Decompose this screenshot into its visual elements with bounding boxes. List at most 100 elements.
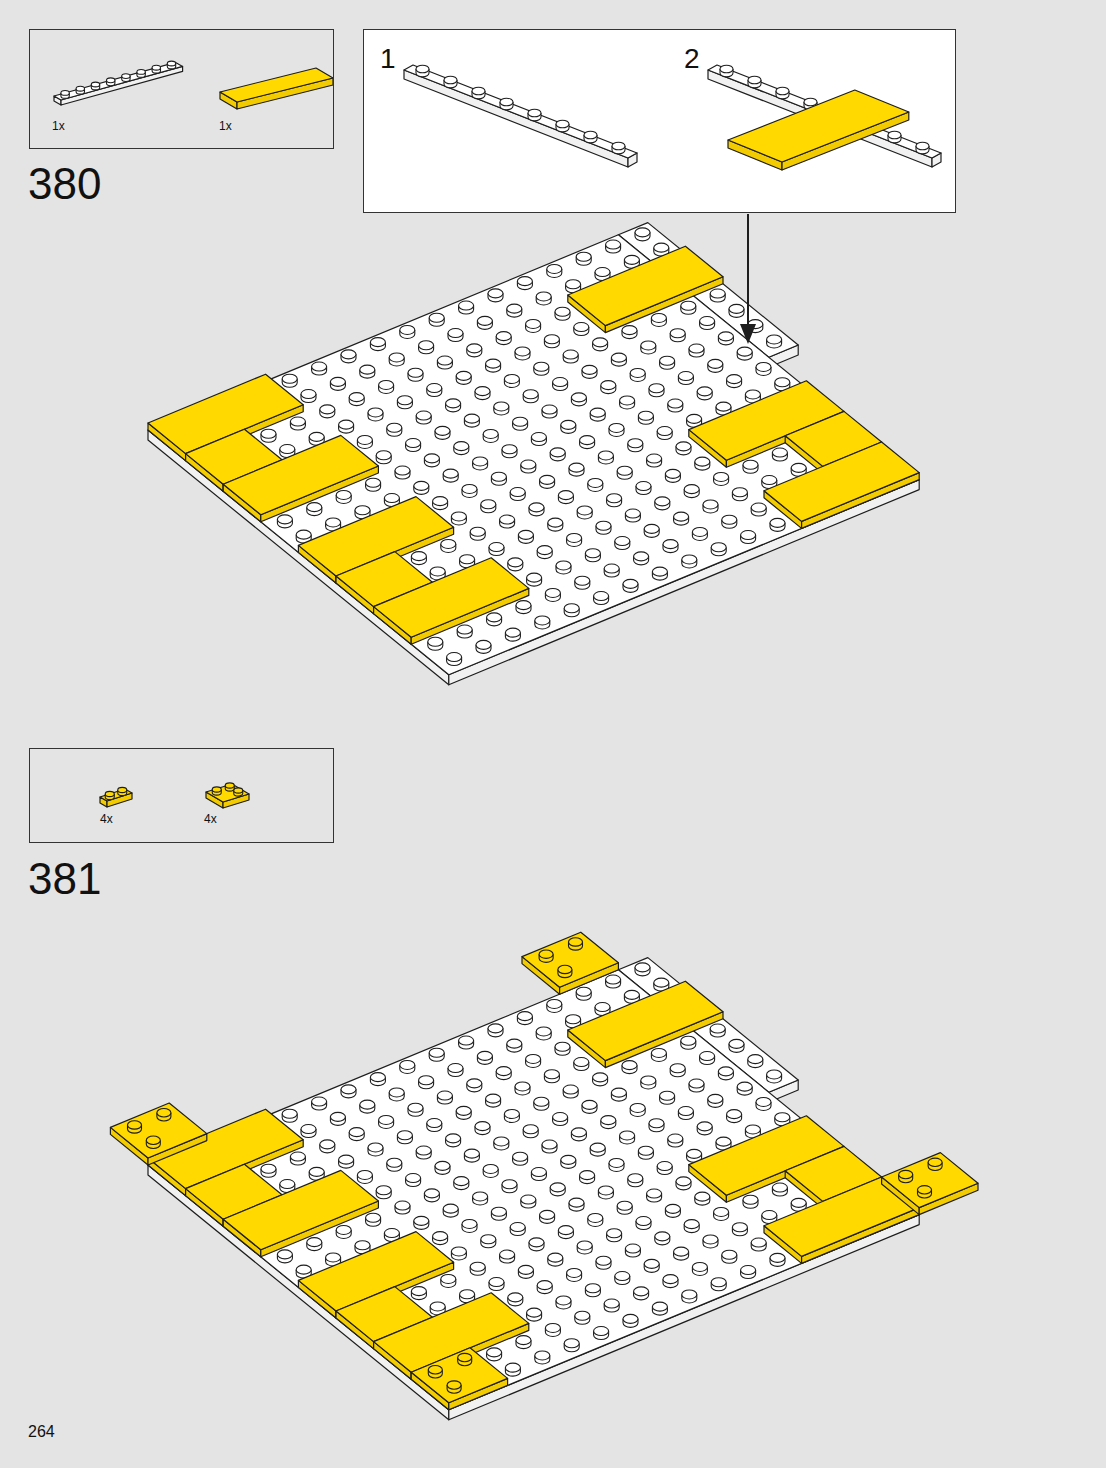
stud-top [628, 439, 643, 448]
stud-top [451, 512, 466, 521]
stud-top [277, 515, 292, 524]
stud-top [61, 91, 69, 96]
page-number: 264 [28, 1423, 55, 1441]
stud-top [566, 1015, 581, 1024]
stud-top [622, 1061, 637, 1070]
tile-2x4 [220, 68, 333, 102]
stud-top [566, 280, 581, 289]
tile-2x4 [223, 435, 378, 514]
stud-top [339, 1155, 354, 1164]
stud-top [718, 332, 733, 341]
stud-top [776, 87, 789, 95]
stud-top [531, 1168, 546, 1177]
stud-top [212, 787, 221, 792]
plate-2x2 [110, 1103, 206, 1158]
stud-top [567, 1268, 582, 1277]
stud-top [657, 1162, 672, 1171]
stud-top [601, 1116, 616, 1125]
stud-top [727, 375, 742, 384]
stud-top [357, 435, 372, 444]
stud-top [663, 540, 678, 549]
stud-top [368, 408, 383, 417]
stud-top [710, 1024, 725, 1033]
stud-top [558, 491, 573, 500]
stud-top [460, 1290, 475, 1299]
stud-top [470, 1262, 485, 1271]
stud-top [518, 1265, 533, 1274]
stud-top [513, 417, 528, 426]
stud-top [770, 1253, 785, 1262]
stud-top [718, 1067, 733, 1076]
stud-top [477, 1051, 492, 1060]
stud-top [624, 255, 639, 264]
stud-top [708, 1094, 723, 1103]
stud-top [916, 142, 929, 150]
stud-top [472, 87, 485, 95]
stud-top [676, 442, 691, 451]
stud-top [617, 466, 632, 475]
stud-top [692, 527, 707, 536]
stud-top [491, 472, 506, 481]
stud-top [737, 1082, 752, 1091]
stud-top [526, 319, 541, 328]
stud-top [505, 628, 520, 637]
stud-top [588, 478, 603, 487]
stud-top [918, 1186, 932, 1194]
stud-top [555, 307, 570, 316]
stud-top [681, 1036, 696, 1045]
stud-top [700, 1052, 715, 1061]
stud-top [670, 329, 685, 338]
stud-top [630, 368, 645, 377]
stud-top [767, 1070, 782, 1079]
stud-top [529, 503, 544, 512]
stud-top [487, 1348, 502, 1357]
stud-top [593, 338, 608, 347]
stud-top [595, 1003, 610, 1012]
stud-top [370, 1073, 385, 1082]
stud-top [488, 1024, 503, 1033]
stud-top [569, 1198, 584, 1207]
stud-top [556, 561, 571, 570]
stud-top [301, 390, 316, 399]
stud-top [655, 1232, 670, 1241]
stud-top [716, 1137, 731, 1146]
stud-top [527, 1308, 542, 1317]
stud-top [336, 1225, 351, 1234]
stud-top [307, 503, 322, 512]
stud-top [711, 543, 726, 552]
stud-top [555, 1042, 570, 1051]
stud-top [441, 539, 456, 548]
stud-top [430, 1302, 445, 1311]
stud-top [448, 329, 463, 338]
stud-top [516, 1336, 531, 1345]
stud-top [355, 506, 370, 515]
stud-top [475, 1122, 490, 1131]
stud-top [596, 1256, 611, 1265]
stud-top [630, 1103, 645, 1112]
stud-top [379, 1115, 394, 1124]
stud-top [596, 521, 611, 530]
stud-top [641, 1076, 656, 1085]
stud-top [282, 1109, 297, 1118]
stud-top [668, 1134, 683, 1143]
stud-top [606, 975, 621, 984]
stud-top [791, 463, 806, 472]
stud-top [536, 292, 551, 301]
stud-top [638, 1146, 653, 1155]
stud-top [507, 1039, 522, 1048]
plate-1x8 [404, 65, 637, 158]
stud-top [563, 350, 578, 359]
stud-top [558, 965, 572, 973]
stud-top [615, 1272, 630, 1281]
stud-top [523, 390, 538, 399]
baseplate-assembly [110, 932, 978, 1420]
stud-top [457, 625, 472, 634]
stud-top [751, 503, 766, 512]
stud-top [727, 1110, 742, 1119]
stud-top [526, 1054, 541, 1063]
stud-top [360, 365, 375, 374]
stud-top [467, 344, 482, 353]
stud-top [762, 476, 777, 485]
stud-top [448, 1064, 463, 1073]
stud-top [481, 500, 496, 509]
